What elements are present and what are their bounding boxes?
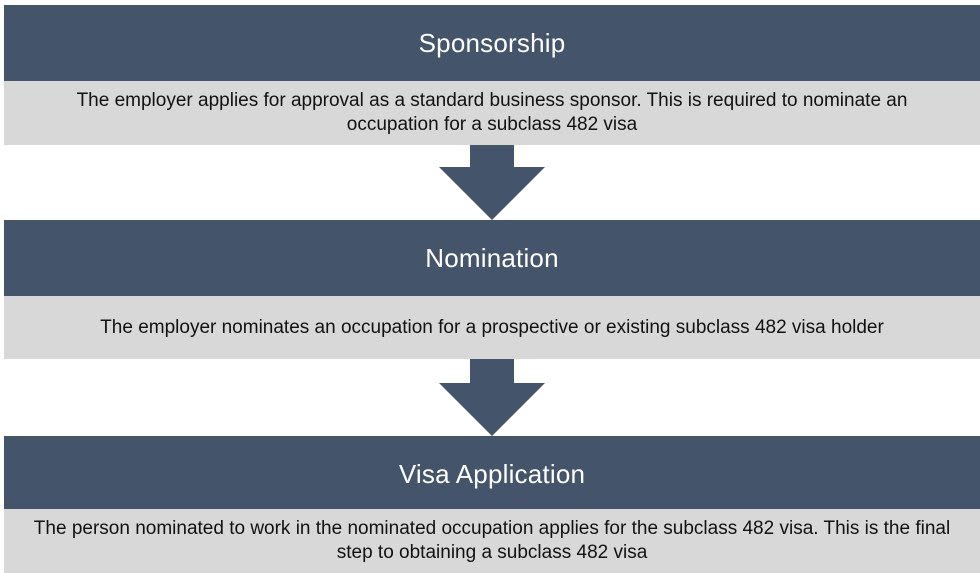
stage-description-sponsorship: The employer applies for approval as a s…: [4, 81, 980, 145]
stage-header-sponsorship: Sponsorship: [4, 5, 980, 81]
stage-description-text: The employer nominates an occupation for…: [100, 316, 884, 338]
stage-description-text: The person nominated to work in the nomi…: [33, 518, 951, 563]
down-arrow-icon: [439, 359, 545, 436]
stage-description-visa-application: The person nominated to work in the nomi…: [4, 509, 980, 573]
stage-title: Sponsorship: [418, 27, 566, 58]
stage-header-nomination: Nomination: [4, 220, 980, 296]
stage-description-text: The employer applies for approval as a s…: [76, 90, 908, 135]
stage-title: Visa Application: [398, 458, 586, 489]
stage-title: Nomination: [425, 242, 559, 273]
stage-description-nomination: The employer nominates an occupation for…: [4, 296, 980, 359]
down-arrow-icon: [439, 145, 545, 220]
stage-header-visa-application: Visa Application: [4, 436, 980, 512]
